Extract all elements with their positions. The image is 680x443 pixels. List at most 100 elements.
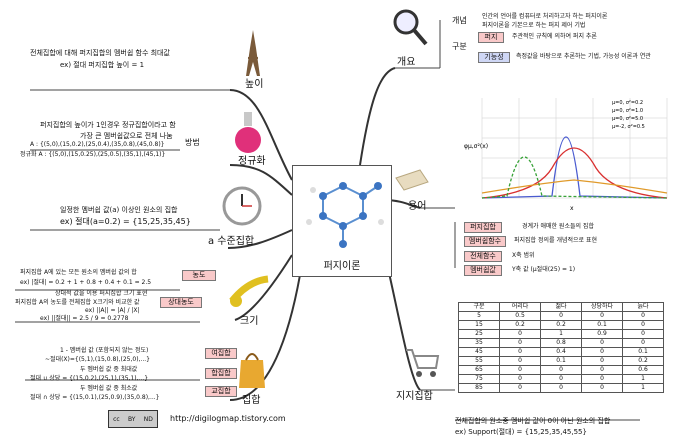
size-tag-density: 농도 [182, 270, 216, 281]
set-text-5: 두 멤버쉽 값 중 최소값 [80, 385, 138, 392]
size-text-5: ex) ||A|| = |A| / |X| [85, 307, 140, 314]
overview-label-concept: 개념 [452, 16, 467, 25]
table-cell: 0 [581, 338, 623, 348]
table-cell: 0 [581, 311, 623, 321]
table-cell: 0 [499, 329, 541, 339]
table-cell: 0 [581, 374, 623, 384]
legend-3: μ=0, σ²=5.0 [612, 116, 643, 122]
branch-normalize: 정규화 [238, 156, 266, 167]
set-text-6: 절대 ∩ 상당 = {(15,0.1),(25,0.9),(35,0.8),..… [30, 394, 160, 401]
table-header: 젊다 [540, 302, 582, 312]
usage-desc-2: 퍼지집합 정의를 개념적으로 표현 [514, 237, 598, 244]
table-cell: 0 [499, 356, 541, 366]
center-title: 퍼지이론 [323, 261, 361, 272]
paper-bag-icon [395, 169, 429, 191]
table-cell: 0.2 [499, 320, 541, 330]
table-cell: 0 [622, 338, 664, 348]
table-cell: 0 [540, 365, 582, 375]
table-cell: 0.1 [581, 320, 623, 330]
branch-overview: 개요 [397, 57, 416, 68]
center-node: 퍼지이론 [292, 165, 392, 277]
graph-ylabel: φμ,σ²(x) [464, 143, 488, 150]
normalize-text-2: 가장 큰 멤버쉽값으로 전체 나눔 [80, 132, 173, 140]
legend-2: μ=0, σ²=1.0 [612, 108, 643, 114]
usage-tag-fuzzyset: 퍼지집합 [464, 222, 502, 233]
table-cell: 5 [458, 311, 500, 321]
support-note-1: 전체집합의 원소중 멤버쉽 값이 0이 아닌 원소의 집합 [455, 417, 611, 425]
table-header-row: 구분 어리다 젊다 상당하다 늙다 [458, 302, 664, 312]
table-cell: 45 [458, 347, 500, 357]
magnifier-icon [393, 9, 428, 46]
usage-desc-4: Y축 값 (μ절대(25) = 1) [512, 266, 576, 273]
legend-1: μ=0, σ²=0.2 [612, 100, 643, 106]
branch-height: 높이 [245, 79, 264, 90]
overview-concept-2: 퍼지이론을 기본으로 하는 퍼지 제어 기법 [482, 22, 586, 29]
set-text-1: 1 - 멤버쉽 값 (포함되지 않는 정도) [60, 347, 149, 354]
table-cell: 0.2 [622, 356, 664, 366]
set-text-3: 두 멤버쉽 값 중 최대값 [80, 366, 138, 373]
table-cell: 35 [458, 338, 500, 348]
table-cell: 0.8 [540, 338, 582, 348]
alpha-text-1: 일정한 멤버쉽 값(a) 이상인 원소의 집합 [60, 206, 178, 214]
footer-url[interactable]: http://digilogmap.tistory.com [170, 414, 286, 423]
table-cell: 0.4 [540, 347, 582, 357]
overview-tag-fuzzy: 퍼지 [478, 32, 504, 43]
set-tag-intersection: 교집합 [205, 386, 237, 397]
normalize-tag: 방법 [185, 138, 200, 147]
nd-mark: ND [143, 415, 153, 423]
set-text-2: ~절대(X)={(5,1),(15,0.8),(25,0),...} [45, 356, 150, 363]
table-cell: 0 [622, 329, 664, 339]
table-cell: 0 [581, 356, 623, 366]
overview-desc-2: 측정값을 바탕으로 추론하는 기법, 가능성 이론과 연관 [516, 53, 651, 60]
table-cell: 0 [622, 311, 664, 321]
usage-tag-universe: 전체함수 [464, 251, 502, 262]
table-cell: 0 [540, 383, 582, 393]
table-cell: 75 [458, 374, 500, 384]
table-cell: 0 [499, 365, 541, 375]
table-cell: 0 [581, 365, 623, 375]
alpha-text-2: ex) 절대(a=0.2) = {15,25,35,45} [60, 217, 191, 226]
table-cell: 55 [458, 356, 500, 366]
table-cell: 0 [499, 374, 541, 384]
gaussian-graph: φμ,σ²(x) x μ=0, σ²=0.2 μ=0, σ²=1.0 μ=0, … [462, 88, 672, 213]
size-tag-relative: 상대농도 [160, 297, 202, 308]
usage-desc-3: X축 범위 [512, 252, 535, 259]
height-text-1: 전체집합에 대해 퍼지집합의 멤버쉽 함수 최대값 [30, 49, 170, 57]
branch-support: 지지집합 [396, 391, 433, 402]
eiffel-tower-icon [246, 30, 260, 76]
table-cell: 0 [581, 383, 623, 393]
usage-tag-membership: 멤버쉽함수 [464, 236, 506, 247]
by-mark: BY [128, 415, 136, 423]
normalize-text-1: 퍼지집합의 높이가 1인경우 정규집합이라고 함 [40, 121, 176, 129]
table-header: 늙다 [622, 302, 664, 312]
table-cell: 0 [622, 320, 664, 330]
curve-green [481, 156, 668, 199]
size-text-4: 퍼지집합 A의 농도를 전체집합 X크기와 비교한 값 [15, 299, 140, 306]
table-cell: 0.6 [622, 365, 664, 375]
height-text-2: ex) 절대 퍼지집합 높이 = 1 [60, 61, 145, 69]
table-cell: 0 [499, 338, 541, 348]
size-text-1: 퍼지집합 A에 있는 모든 원소의 멤버쉽 값의 합 [20, 269, 137, 276]
usage-desc-1: 경계가 애매한 원소들의 집합 [522, 223, 594, 230]
table-header: 상당하다 [581, 302, 623, 312]
curve-red [481, 147, 668, 199]
table-cell: 15 [458, 320, 500, 330]
table-header: 어리다 [499, 302, 541, 312]
table-cell: 1 [540, 329, 582, 339]
table-cell: 0 [499, 383, 541, 393]
set-tag-complement: 여집합 [205, 348, 237, 359]
table-cell: 1 [622, 374, 664, 384]
branch-size: 크기 [240, 316, 259, 327]
overview-label-category: 구분 [452, 42, 467, 51]
table-cell: 65 [458, 365, 500, 375]
branch-alpha: a 수준집합 [208, 236, 255, 247]
table-cell: 0 [581, 347, 623, 357]
table-header: 구분 [458, 302, 500, 312]
support-note-2: ex) Support(절대) = {15,25,35,45,55} [455, 428, 587, 436]
